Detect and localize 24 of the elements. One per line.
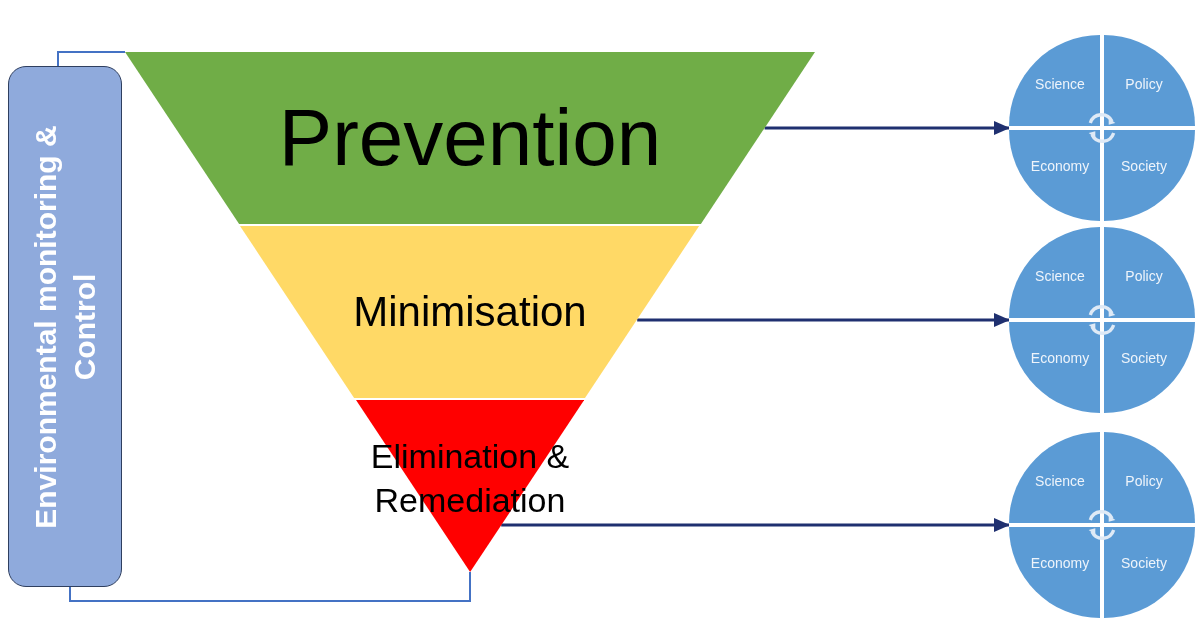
arrow [501, 518, 1010, 532]
quadrant-label: Policy [1124, 76, 1164, 92]
quadrant-label: Policy [1124, 473, 1164, 489]
connector-line [57, 51, 126, 67]
arrow [637, 313, 1010, 327]
quadrant-label: Economy [1030, 350, 1090, 366]
pyramid-level [355, 400, 585, 572]
panel-label: Environmental monitoring & Control [28, 123, 102, 531]
quadrant-label: Economy [1030, 555, 1090, 571]
quadrant-label: Society [1120, 555, 1168, 571]
pyramid-level [240, 226, 700, 398]
quadrant-label: Science [1034, 473, 1086, 489]
quadrant-label: Policy [1124, 268, 1164, 284]
quadrant-label: Society [1120, 158, 1168, 174]
side-panel [8, 66, 122, 587]
quadrant-label: Science [1034, 268, 1086, 284]
level-label: Prevention [277, 92, 663, 184]
quadrant-label: Society [1120, 350, 1168, 366]
quadrant-label: Science [1034, 76, 1086, 92]
level-label: Minimisation [352, 286, 588, 337]
arrow [764, 121, 1010, 135]
connector-line [69, 571, 471, 602]
pyramid-level [125, 52, 815, 224]
quadrant-label: Economy [1030, 158, 1090, 174]
